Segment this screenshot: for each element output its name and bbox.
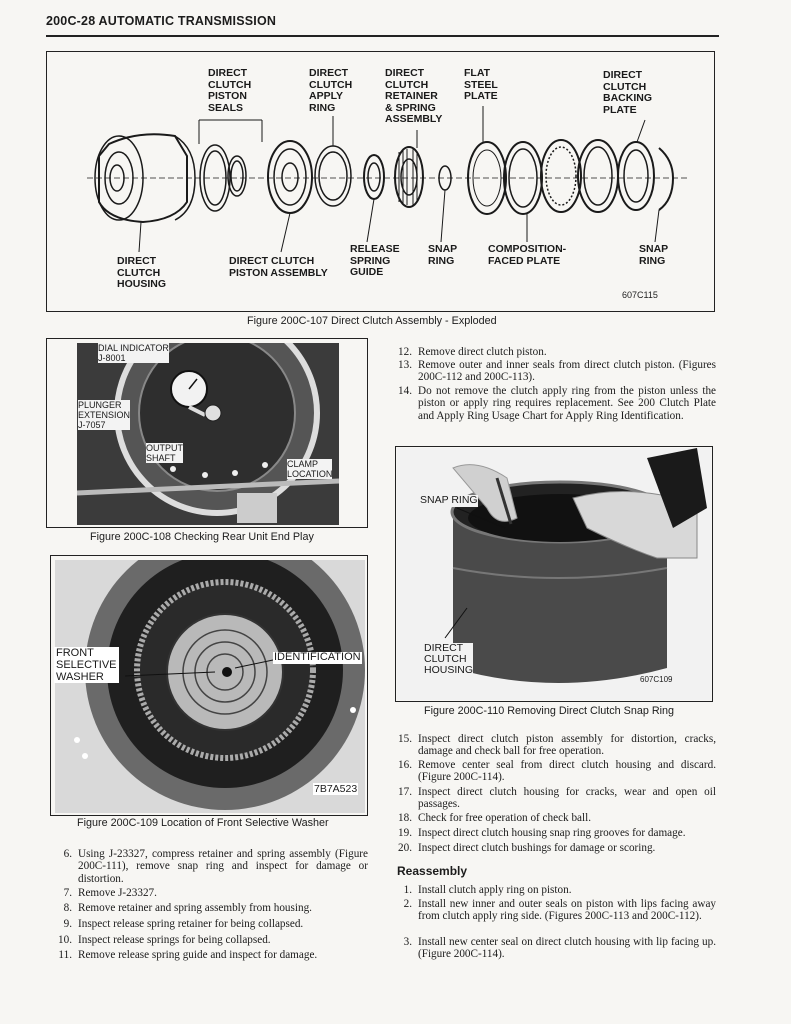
step-16: 16. Remove center seal from direct clutc… [390,759,716,785]
label-identification: IDENTIFICATION [273,651,362,664]
figure-107-code: 607C115 [622,290,658,300]
step-number: 7. [63,887,72,899]
figure-108-caption: Figure 200C-108 Checking Rear Unit End P… [90,531,314,543]
figure-110-code: 607C109 [640,675,673,684]
label-backing-plate: DIRECT CLUTCH BACKING PLATE [603,69,652,116]
step-text: Inspect direct clutch piston assembly fo… [418,733,716,758]
step-number: 9. [63,918,72,930]
figure-108-frame: DIAL INDICATOR J-8001 PLUNGER EXTENSION … [46,338,368,528]
reassembly-step-1: 1. Install clutch apply ring on piston. [390,884,716,898]
step-text: Remove outer and inner seals from direct… [418,359,716,384]
step-text: Install new center seal on direct clutch… [418,936,716,961]
step-number: 17. [398,786,412,798]
step-text: Remove retainer and spring assembly from… [78,902,312,914]
step-text: Inspect direct clutch bushings for damag… [418,842,656,854]
label-output-shaft: OUTPUT SHAFT [146,443,183,463]
step-text: Check for free operation of check ball. [418,812,592,824]
step-13: 13. Remove outer and inner seals from di… [390,359,716,387]
step-number: 2. [403,898,412,910]
reassembly-step-3: 3. Install new center seal on direct clu… [390,936,716,962]
step-18: 18. Check for free operation of check ba… [390,812,716,826]
step-number: 6. [63,848,72,860]
label-direct-clutch-housing: DIRECT CLUTCH HOUSING [424,642,474,676]
reassembly-step-2: 2. Install new inner and outer seals on … [390,898,716,936]
figure-109-frame: FRONT SELECTIVE WASHER IDENTIFICATION 7B… [50,555,368,816]
label-piston-seals: DIRECT CLUTCH PISTON SEALS [208,67,252,114]
label-retainer-spring-assembly: DIRECT CLUTCH RETAINER & SPRING ASSEMBLY [385,67,443,125]
label-dial-indicator: DIAL INDICATOR J-8001 [98,343,169,363]
step-7: 7. Remove J-23327. [50,887,368,901]
page-header: 200C-28 AUTOMATIC TRANSMISSION [46,14,277,28]
step-text: Inspect direct clutch housing snap ring … [418,827,686,839]
figure-107-frame: DIRECT CLUTCH PISTON SEALS DIRECT CLUTCH… [46,51,715,312]
step-text: Remove release spring guide and inspect … [78,949,318,961]
step-text: Do not remove the clutch apply ring from… [418,385,716,422]
label-composition-faced-plate: COMPOSITION- FACED PLATE [488,243,567,267]
label-piston-assembly: DIRECT CLUTCH PISTON ASSEMBLY [229,255,328,279]
rear-unit-photo [77,343,339,525]
step-14: 14. Do not remove the clutch apply ring … [390,385,716,435]
step-text: Inspect release spring retainer for bein… [78,918,304,930]
step-text: Install clutch apply ring on piston. [418,884,572,896]
step-number: 20. [398,842,412,854]
label-snap-ring-right: SNAP RING [639,243,669,267]
exploded-clutch-illustration [87,106,687,253]
step-number: 16. [398,759,412,771]
figure-107-caption: Figure 200C-107 Direct Clutch Assembly -… [247,315,497,327]
step-20: 20. Inspect direct clutch bushings for d… [390,842,716,856]
step-number: 10. [58,934,72,946]
label-release-spring-guide: RELEASE SPRING GUIDE [350,243,400,278]
step-12: 12. Remove direct clutch piston. [390,346,716,360]
step-text: Remove center seal from direct clutch ho… [418,759,716,784]
step-17: 17. Inspect direct clutch housing for cr… [390,786,716,812]
label-clamp-location: CLAMP LOCATION [287,459,333,479]
step-9: 9. Inspect release spring retainer for b… [50,918,368,932]
step-19: 19. Inspect direct clutch housing snap r… [390,827,716,841]
label-front-selective-washer: FRONT SELECTIVE WASHER [54,647,119,683]
step-number: 13. [398,359,412,371]
label-plunger-extension: PLUNGER EXTENSION J-7057 [78,400,131,430]
step-text: Using J-23327, compress retainer and spr… [78,848,368,885]
label-snap-ring-left: SNAP RING [428,243,458,267]
figure-110-caption: Figure 200C-110 Removing Direct Clutch S… [424,705,675,717]
step-number: 8. [63,902,72,914]
selective-washer-photo [55,560,365,813]
snap-ring-removal-photo [397,448,711,700]
label-apply-ring: DIRECT CLUTCH APPLY RING [309,67,353,114]
step-number: 1. [403,884,412,896]
figure-109-code: 7B7A523 [313,783,359,795]
step-number: 12. [398,346,412,358]
label-clutch-housing: DIRECT CLUTCH HOUSING [117,255,167,290]
step-11: 11. Remove release spring guide and insp… [50,949,368,963]
step-number: 19. [398,827,412,839]
step-text: Inspect direct clutch housing for cracks… [418,786,716,811]
reassembly-heading: Reassembly [397,864,468,878]
step-text: Remove direct clutch piston. [418,346,547,358]
label-flat-steel-plate: FLAT STEEL PLATE [464,67,498,102]
figure-109-caption: Figure 200C-109 Location of Front Select… [77,817,329,829]
step-number: 18. [398,812,412,824]
figure-110-frame: SNAP RING DIRECT CLUTCH HOUSING 607C109 [395,446,713,702]
step-6: 6. Using J-23327, compress retainer and … [50,848,368,885]
step-text: Install new inner and outer seals on pis… [418,898,716,923]
step-text: Remove J-23327. [78,887,157,899]
step-number: 14. [398,385,412,397]
step-number: 15. [398,733,412,745]
step-number: 3. [403,936,412,948]
label-snap-ring: SNAP RING [420,494,478,507]
step-10: 10. Inspect release springs for being co… [50,934,368,948]
step-text: Inspect release springs for being collap… [78,934,271,946]
step-15: 15. Inspect direct clutch piston assembl… [390,733,716,759]
step-number: 11. [58,949,72,961]
header-rule [46,35,719,37]
step-8: 8. Remove retainer and spring assembly f… [50,902,368,916]
